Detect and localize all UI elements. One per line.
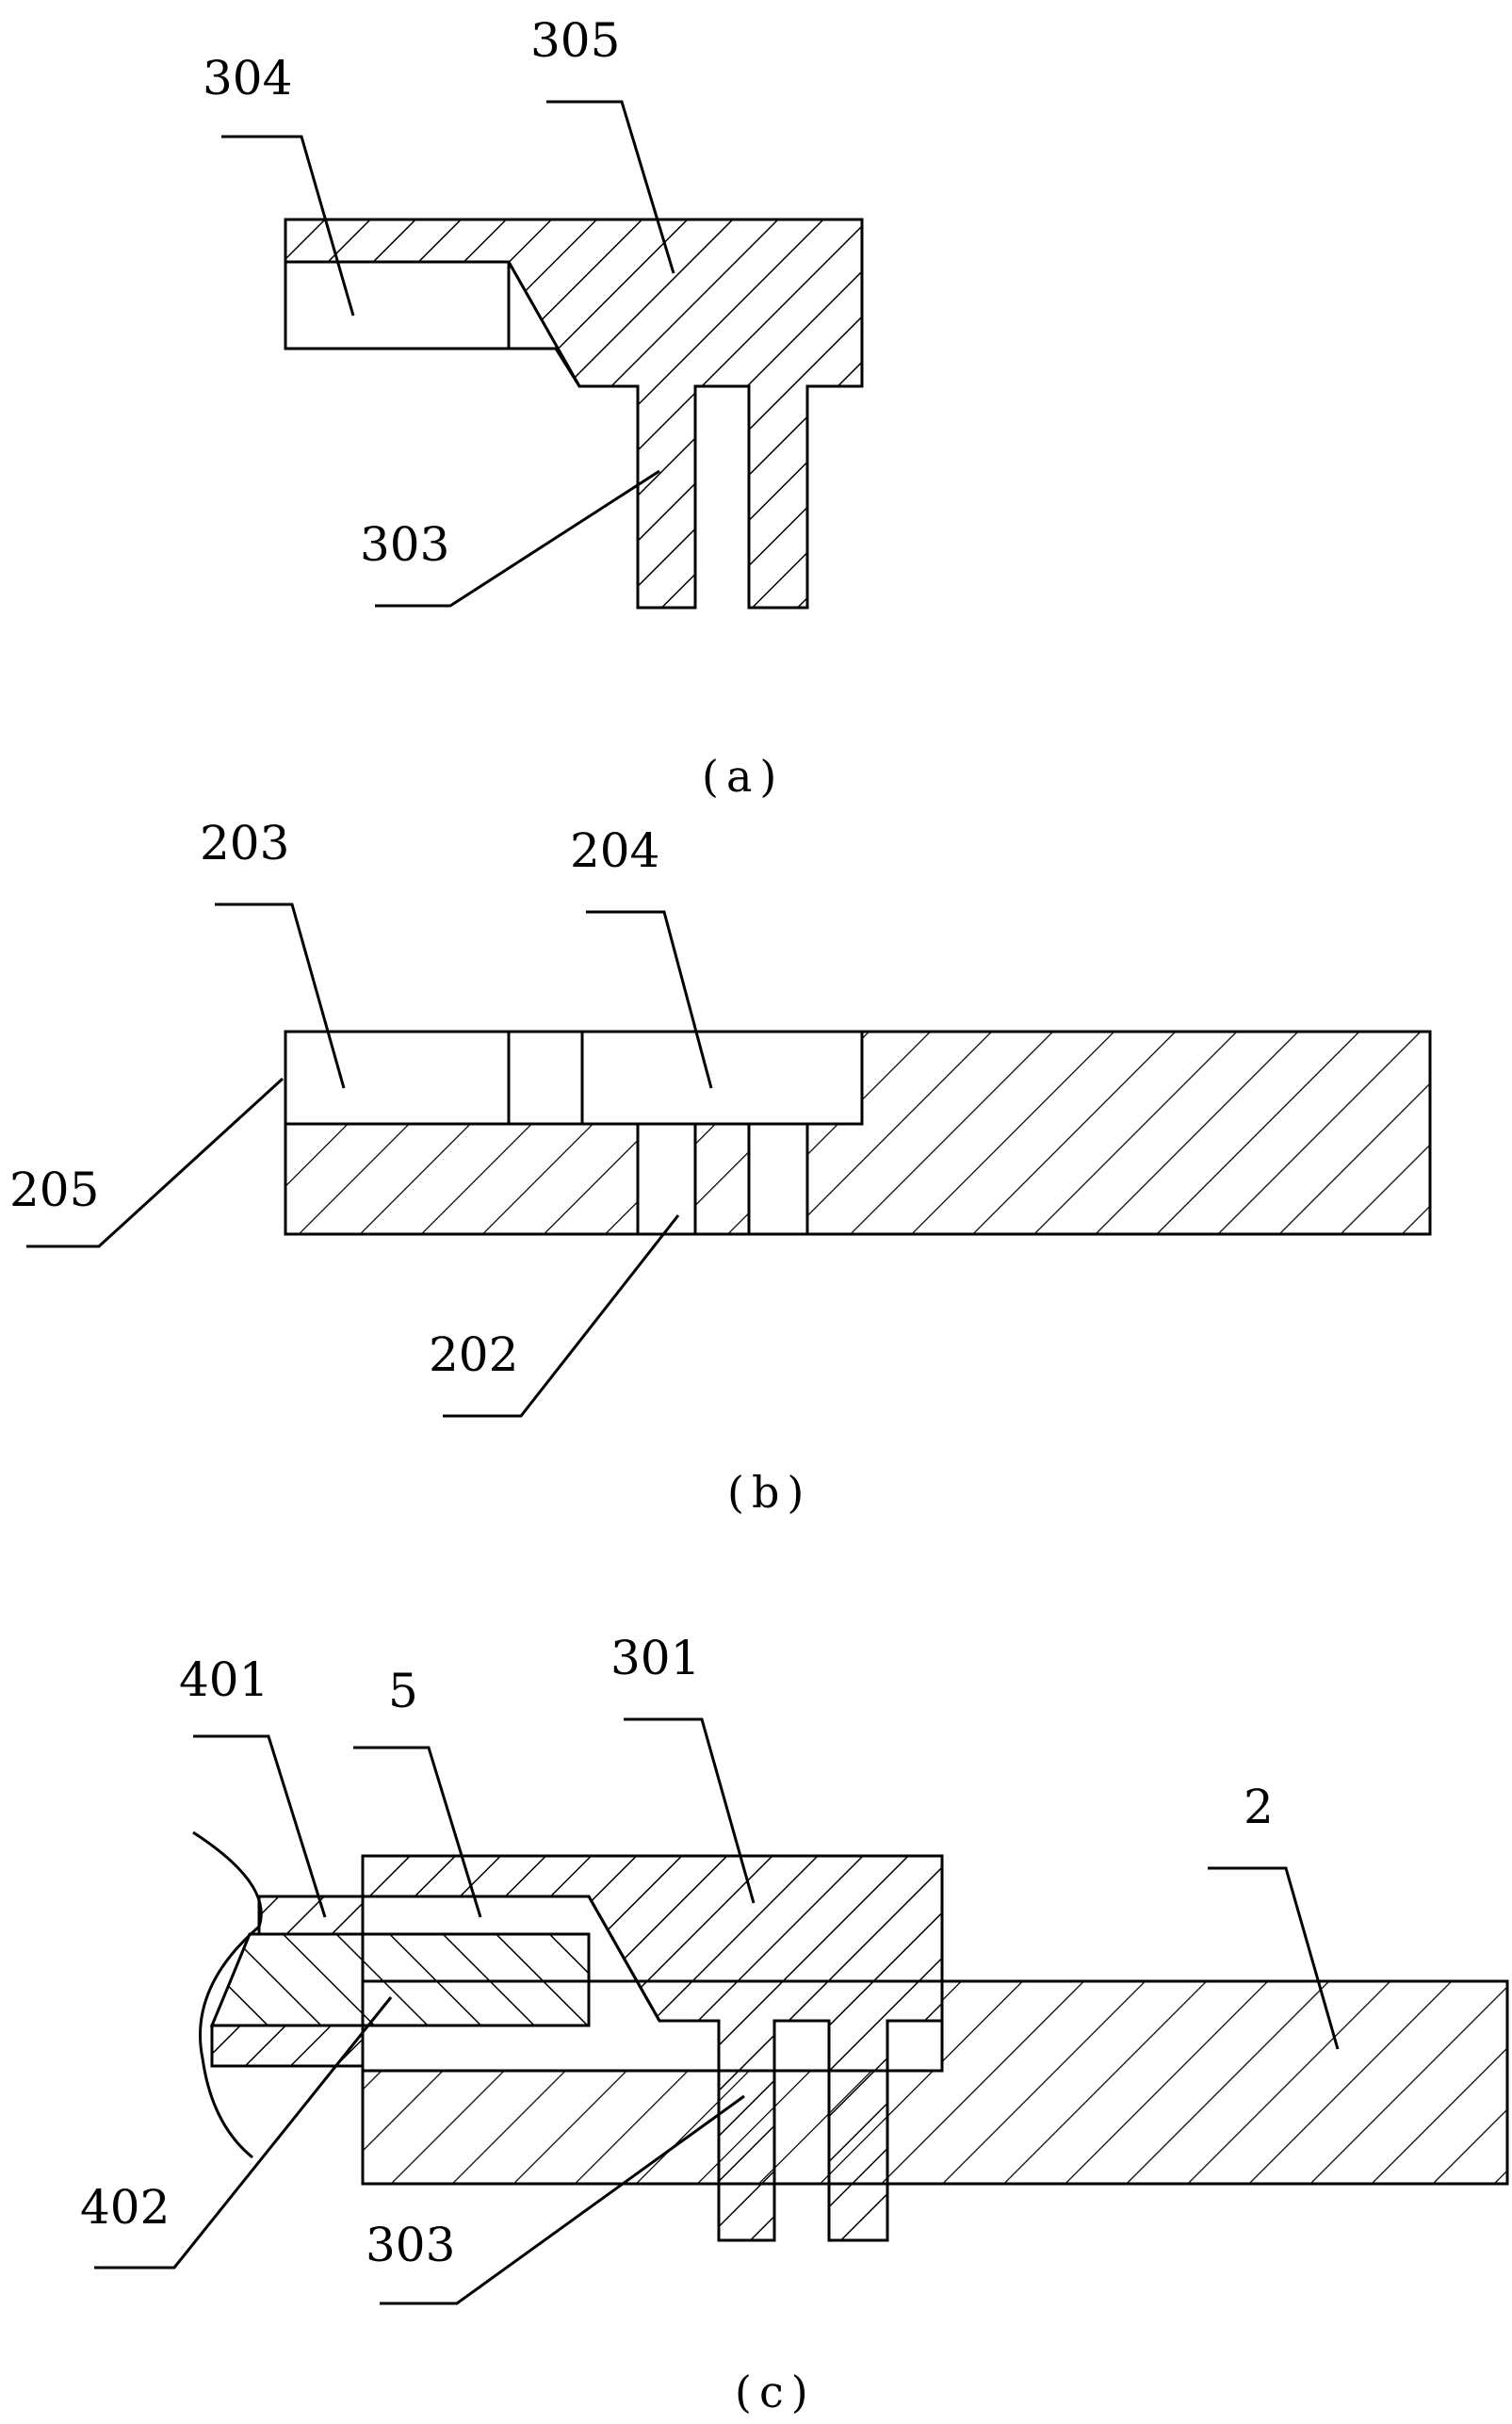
label-402: 402 [80,2180,170,2235]
caption-b: (b) [727,1467,811,1518]
part-202-slot-2 [747,1122,809,1236]
part-304-block [284,260,511,350]
caption-c: (c) [735,2367,816,2417]
part-203-groove [284,1030,511,1126]
leader-203 [215,903,346,1089]
figure-b: 203 204 205 202 (b) [9,816,1432,1518]
part-202-slot-1 [636,1122,697,1236]
label-2: 2 [1244,1780,1274,1834]
leader-204 [586,910,713,1089]
leader-2 [1208,1866,1340,2050]
leader-305 [546,100,675,274]
part-b-gap [507,1030,584,1126]
part-402-wedge [361,1932,591,2027]
leader-202 [443,1214,680,1418]
label-304: 304 [203,51,292,106]
label-305: 305 [530,13,620,68]
label-301: 301 [610,1631,700,1685]
cable-break-line [192,1830,263,2159]
part-401-jacket-top [257,1895,365,1936]
label-204: 204 [570,823,659,878]
leader-402 [94,1996,393,2269]
label-203: 203 [200,816,289,870]
leader-303-c [380,2094,745,2305]
leader-304 [221,135,355,317]
figure-a: 304 305 303 (a) [203,13,864,802]
part-402-core [209,1932,365,2027]
leader-301 [624,1717,756,1904]
figure-c: 401 5 301 2 402 303 (c) [80,1631,1509,2417]
label-202: 202 [429,1327,518,1382]
leader-205 [26,1077,285,1248]
leader-401 [193,1734,327,1918]
label-5: 5 [388,1664,418,1718]
label-303-c: 303 [366,2218,455,2272]
part-204-groove [580,1030,864,1126]
label-303-a: 303 [360,517,449,572]
label-401: 401 [179,1652,268,1707]
caption-a: (a) [702,751,784,802]
label-205: 205 [9,1163,99,1217]
leader-5 [353,1746,482,1918]
leader-303-a [375,469,660,608]
